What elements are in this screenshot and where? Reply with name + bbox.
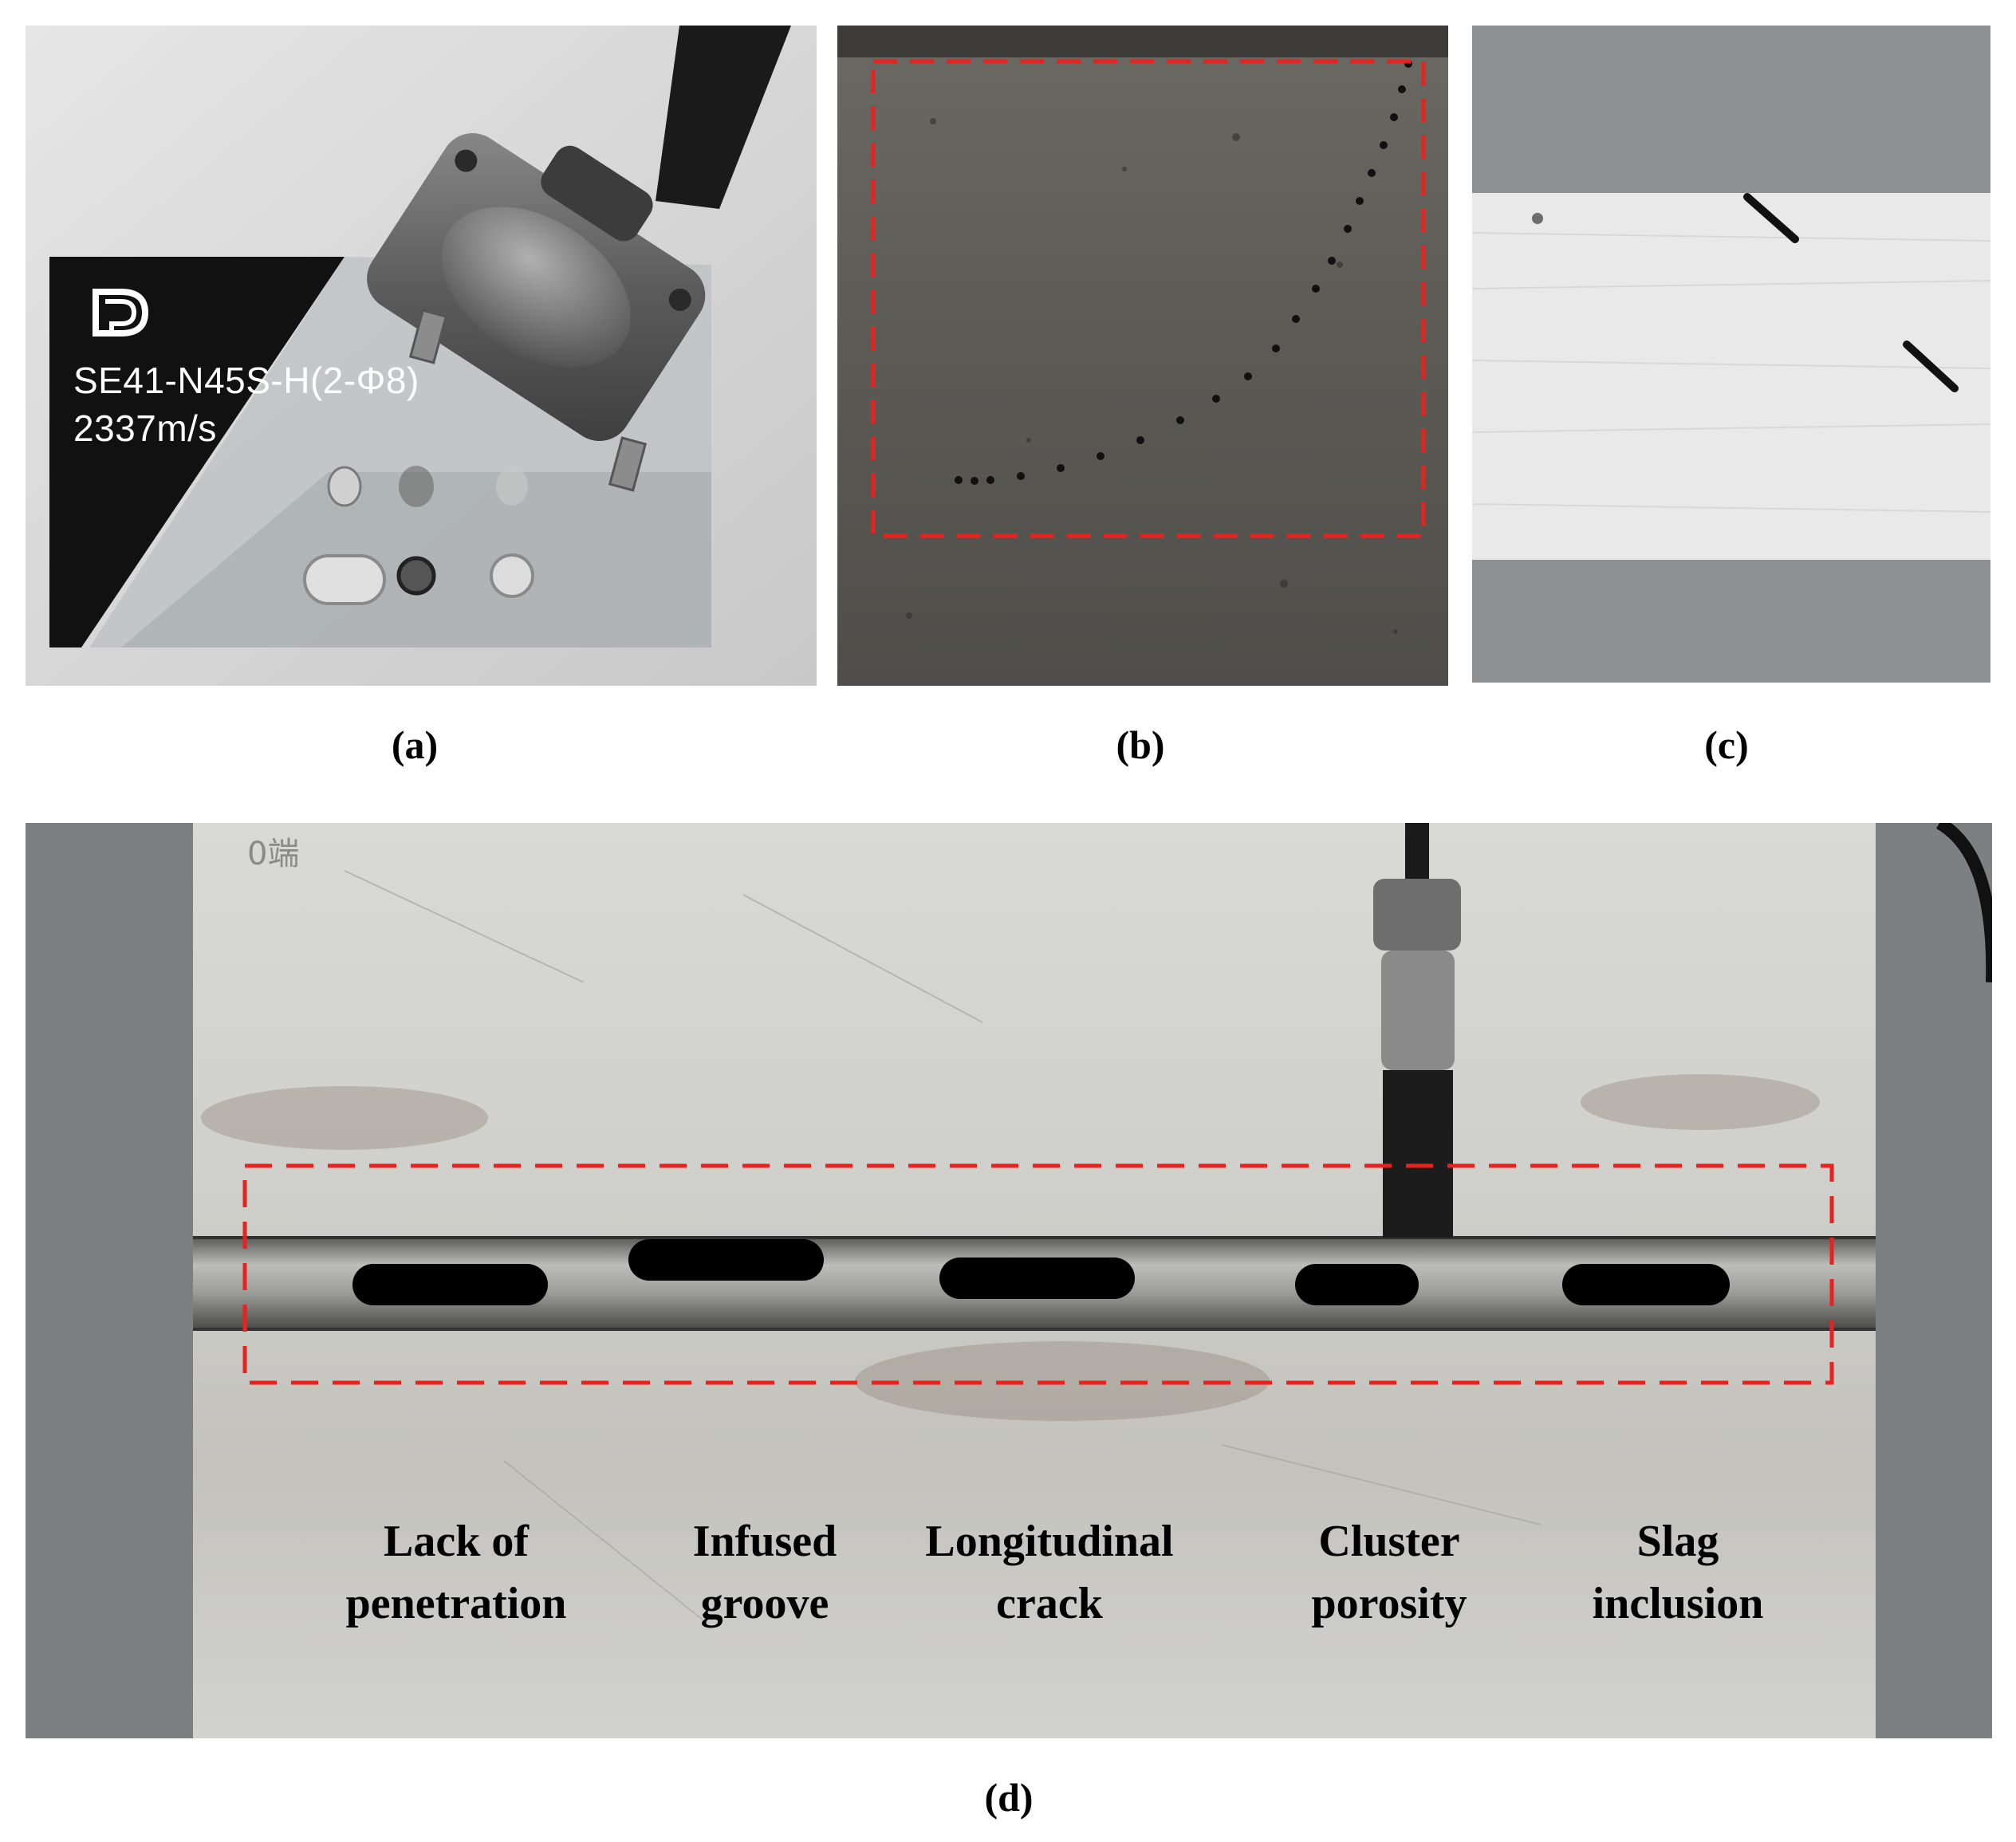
probe-cable	[656, 26, 791, 209]
probe-speed-text: 2337m/s	[73, 407, 217, 449]
photo-c-notch-block	[1472, 26, 1990, 683]
photo-b-hole-block	[837, 26, 1448, 686]
defect-marker-slag-inclusion	[1562, 1264, 1730, 1305]
hole-block-illustration	[837, 26, 1448, 686]
probe-on-plate	[1373, 879, 1461, 951]
highlight-box-d	[242, 1163, 1834, 1385]
notch-2	[1903, 340, 1959, 392]
caption-b: (b)	[1116, 722, 1165, 767]
weld-plate-illustration	[26, 823, 1992, 1738]
black-wedge-face	[49, 257, 345, 647]
caption-a: (a)	[391, 722, 439, 767]
defect-marker-infused-groove	[628, 1239, 824, 1281]
caption-d: (d)	[984, 1775, 1034, 1820]
defect-marker-longitudinal-crack	[939, 1258, 1135, 1299]
probe-logo	[89, 289, 152, 337]
notch-1	[1743, 193, 1799, 243]
probe-illustration	[26, 26, 817, 686]
photo-a-probe: SE41-N45S-H(2-Φ8) 2337m/s	[26, 26, 817, 686]
defect-marker-cluster-porosity	[1295, 1264, 1419, 1305]
highlight-box-b	[871, 59, 1426, 538]
caption-c: (c)	[1704, 722, 1749, 767]
plate-marking: 0端	[247, 836, 300, 872]
notch-block-illustration	[1472, 26, 1990, 683]
defect-marker-lack-of-penetration	[352, 1264, 548, 1305]
aluminum-bar	[1472, 193, 1990, 560]
drilled-holes	[955, 60, 1412, 485]
probe-model-text: SE41-N45S-H(2-Φ8)	[73, 360, 419, 401]
